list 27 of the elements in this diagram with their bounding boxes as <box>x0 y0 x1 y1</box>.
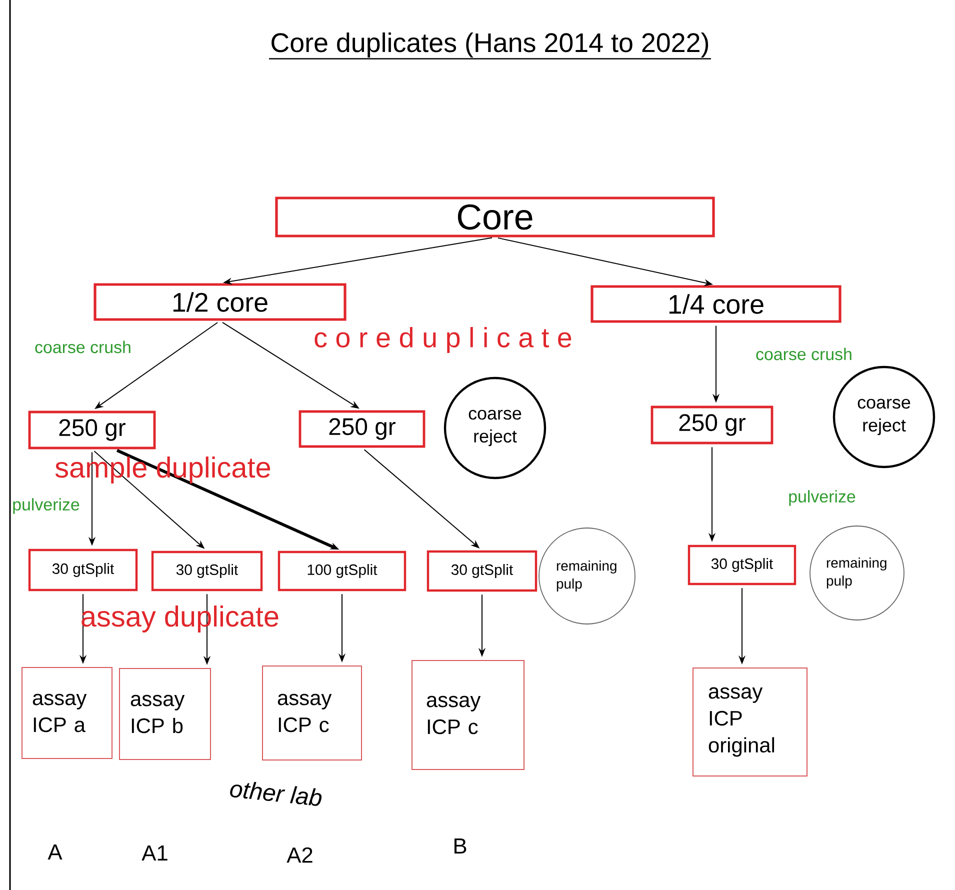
result-box: assay ICP a <box>22 667 112 759</box>
sample-box: 250 gr <box>298 410 426 448</box>
column-label: A2 <box>286 847 312 863</box>
column-label: A1 <box>142 845 168 861</box>
core-box: 1/2 core <box>94 283 346 321</box>
column-label: A <box>48 844 62 860</box>
step-label: pulverize <box>13 498 80 514</box>
step-label: coarse crush <box>35 340 130 354</box>
split-box: 30 gtSplit <box>28 548 138 592</box>
step-label: pulverize <box>789 490 856 506</box>
note-label: other lab <box>230 782 322 806</box>
result-box: assay ICP original <box>692 668 808 776</box>
result-box: assay ICP c <box>262 666 362 760</box>
sample-box: 250 gr <box>650 406 774 444</box>
core-box: Core <box>275 196 715 238</box>
split-box: 30 gtSplit <box>688 544 796 586</box>
column-label: B <box>454 838 466 854</box>
split-box: 100 gtSplit <box>278 550 406 592</box>
title: Core duplicates (Hans 2014 to 2022) <box>269 32 712 60</box>
sample-box: 250 gr <box>28 410 156 450</box>
duplicate-label: c o r e d u p l i c a t e <box>314 327 572 353</box>
split-box: 30 gtSplit <box>426 550 538 592</box>
result-box: assay ICP b <box>119 668 211 760</box>
core-box: 1/4 core <box>590 285 842 323</box>
result-box: assay ICP c <box>412 660 524 770</box>
split-box: 30 gtSplit <box>151 550 263 592</box>
step-label: coarse crush <box>756 348 852 360</box>
